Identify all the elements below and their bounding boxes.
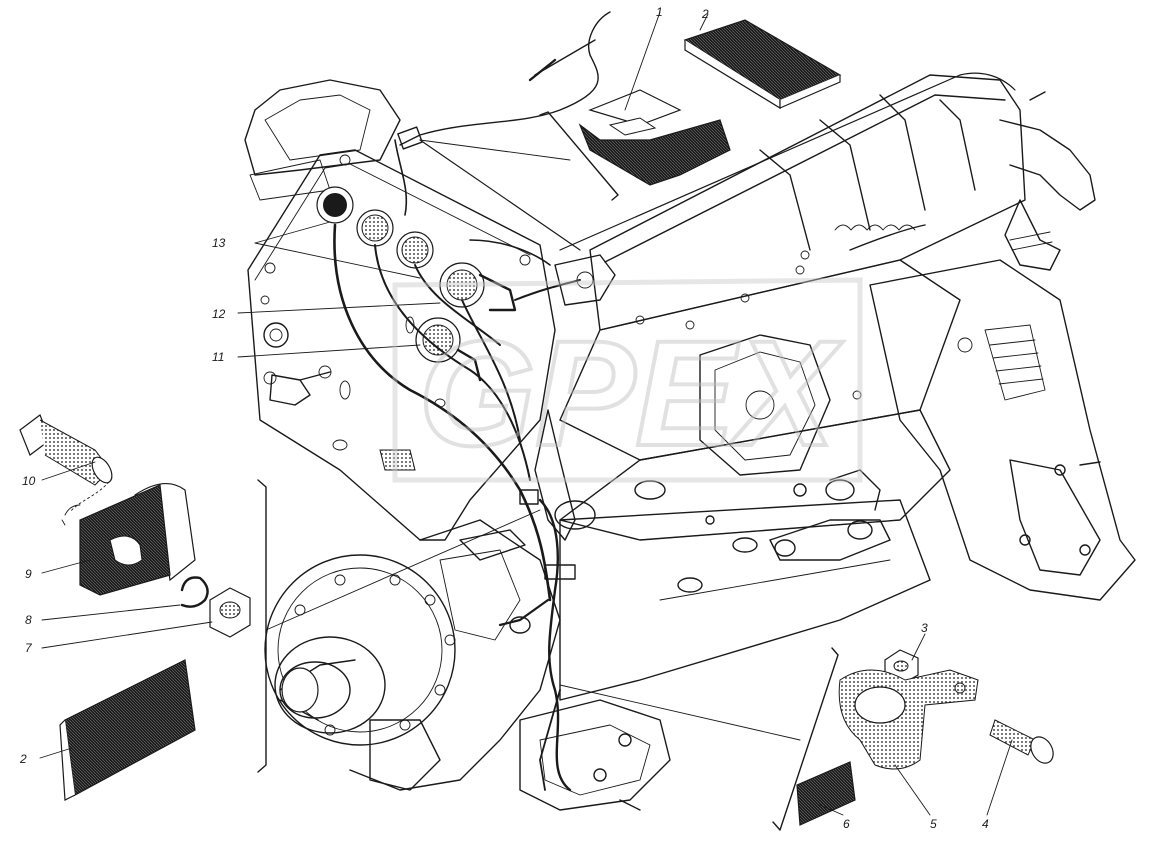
bracket-line-top [539,111,619,201]
callout-2-top: 2 [701,7,709,21]
callout-1: 1 [656,5,663,19]
callout-2-left: 2 [19,752,27,766]
callout-labels: 1 2 2 3 4 5 6 7 8 9 10 11 12 13 [19,5,989,831]
callout-3: 3 [921,621,928,635]
callout-12: 12 [212,307,226,321]
callout-10: 10 [22,474,36,488]
part-4-screw [989,719,1054,764]
part-9-bracket [61,477,196,596]
callout-13: 13 [212,236,226,250]
gauge-cluster [316,186,517,312]
instrument-panel [247,149,556,541]
part-8-lock-washer [180,576,209,608]
svg-text:GPEX: GPEX [419,309,844,477]
callout-11: 11 [212,350,224,364]
bracket-line-left [257,479,267,773]
part-6-pad [796,761,856,826]
callout-5: 5 [930,817,937,831]
gauge-lower [415,317,482,382]
callout-8: 8 [25,613,32,627]
part-10-bolt [19,414,113,486]
leader-lines [39,11,1013,816]
callout-4: 4 [982,817,989,831]
watermark-logo: GPEX [392,277,863,483]
part-2-rubber-pad-top [683,19,842,110]
wiring-harness [333,11,1016,792]
bracket-line-right [772,647,839,831]
engine-block [244,74,1136,811]
callout-9: 9 [25,567,32,581]
part-7-nut [209,587,251,638]
callout-7: 7 [25,641,33,655]
part-2-rubber-pad-left [59,659,196,801]
callout-6: 6 [843,817,850,831]
part-1-strap-clamp [578,89,731,186]
part-5-clamp [838,669,979,770]
